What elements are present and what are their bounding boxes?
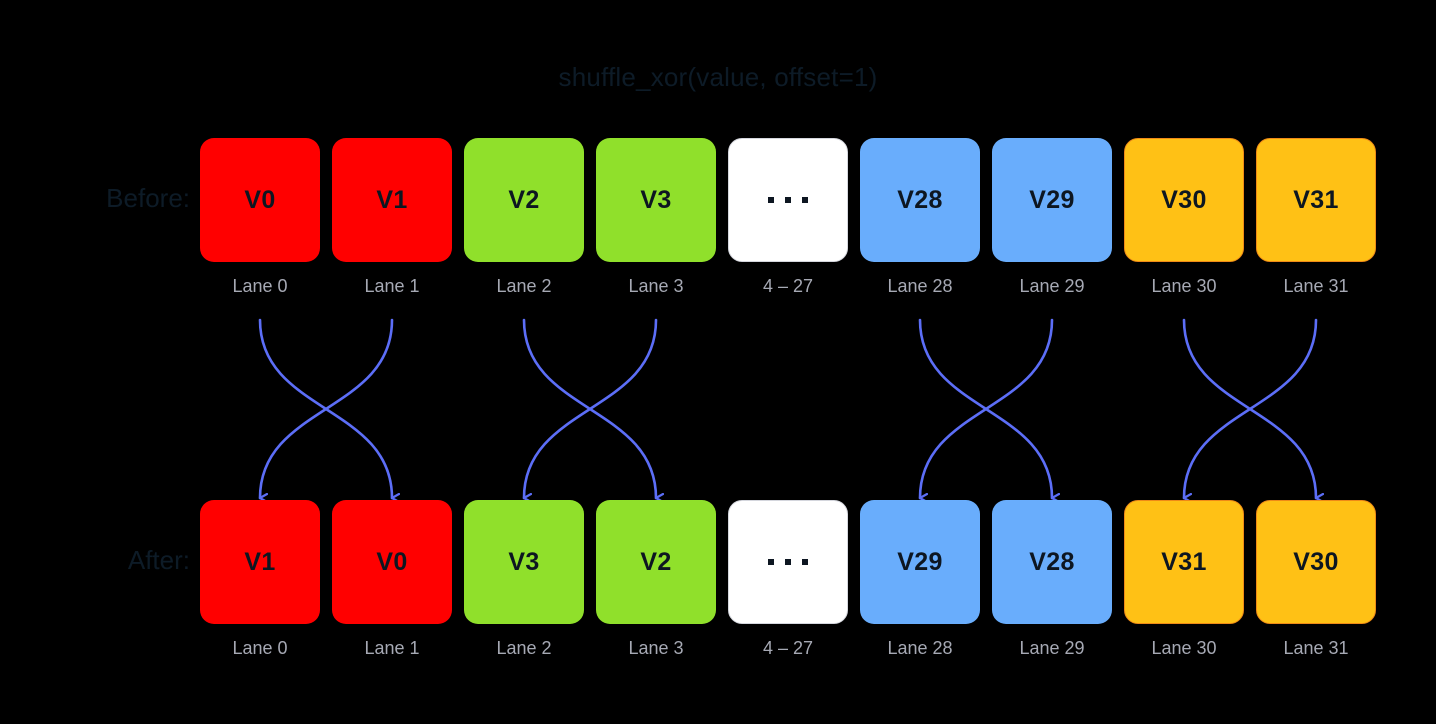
before-cell-value-3: V3: [640, 185, 672, 214]
before-lane-caption-6: Lane 29: [1019, 276, 1085, 296]
before-cell-2: V2: [464, 138, 584, 262]
after-cell-2: V3: [464, 500, 584, 624]
before-lane-caption-4: 4 – 27: [762, 276, 814, 296]
swap-arrow-1-0: [522, 318, 656, 498]
after-cell-value-1: V0: [376, 547, 408, 576]
before-cell-5: V28: [860, 138, 980, 262]
ellipsis-icon: [768, 559, 808, 565]
swap-arrow-2-1: [918, 318, 1054, 498]
before-cell-value-0: V0: [244, 185, 276, 214]
swap-arrow-1-1: [522, 318, 658, 498]
after-row-label: After:: [127, 545, 190, 575]
after-cell-0: V1: [200, 500, 320, 624]
after-cell-value-6: V28: [1029, 547, 1075, 576]
before-lane-caption-2: Lane 2: [496, 276, 552, 296]
before-cell-value-8: V31: [1293, 185, 1339, 214]
after-cell-value-7: V31: [1161, 547, 1207, 576]
after-lane-caption-3: Lane 3: [628, 638, 684, 658]
after-cell-6: V28: [992, 500, 1112, 624]
before-lane-caption-5: Lane 28: [887, 276, 953, 296]
swap-arrow-0-0: [258, 318, 392, 498]
before-lane-caption-0: Lane 0: [232, 276, 288, 296]
before-cell-0: V0: [200, 138, 320, 262]
ellipsis-icon: [768, 197, 808, 203]
after-lane-caption-2: Lane 2: [496, 638, 552, 658]
before-lane-caption-3: Lane 3: [628, 276, 684, 296]
after-cell-value-2: V3: [508, 547, 540, 576]
before-lane-caption-1: Lane 1: [364, 276, 420, 296]
swap-arrow-3-1: [1182, 318, 1318, 498]
swap-arrow-0-1: [258, 318, 394, 498]
swap-arrow-2-0: [918, 318, 1052, 498]
after-lane-caption-0: Lane 0: [232, 638, 288, 658]
after-cell-3: V2: [596, 500, 716, 624]
after-cell-value-0: V1: [244, 547, 276, 576]
after-lane-caption-5: Lane 28: [887, 638, 953, 658]
before-cell-7: V30: [1124, 138, 1244, 262]
after-lane-caption-4: 4 – 27: [762, 638, 814, 658]
after-cell-5: V29: [860, 500, 980, 624]
diagram-title: shuffle_xor(value, offset=1): [558, 62, 878, 92]
after-cell-7: V31: [1124, 500, 1244, 624]
after-cell-4: [728, 500, 848, 624]
before-cell-value-6: V29: [1029, 185, 1075, 214]
before-cell-value-5: V28: [897, 185, 943, 214]
after-cell-1: V0: [332, 500, 452, 624]
before-cell-4: [728, 138, 848, 262]
before-cell-value-2: V2: [508, 185, 540, 214]
before-lane-caption-7: Lane 30: [1151, 276, 1217, 296]
swap-arrow-3-0: [1182, 318, 1316, 498]
before-row-label: Before:: [106, 183, 190, 213]
before-cell-6: V29: [992, 138, 1112, 262]
after-lane-caption-8: Lane 31: [1283, 638, 1349, 658]
before-cell-value-1: V1: [376, 185, 408, 214]
after-cell-8: V30: [1256, 500, 1376, 624]
after-cell-value-5: V29: [897, 547, 943, 576]
after-lane-caption-7: Lane 30: [1151, 638, 1217, 658]
before-cell-value-7: V30: [1161, 185, 1207, 214]
before-cell-1: V1: [332, 138, 452, 262]
after-lane-caption-1: Lane 1: [364, 638, 420, 658]
before-cell-8: V31: [1256, 138, 1376, 262]
before-lane-caption-8: Lane 31: [1283, 276, 1349, 296]
after-cell-value-3: V2: [640, 547, 672, 576]
after-lane-caption-6: Lane 29: [1019, 638, 1085, 658]
before-cell-3: V3: [596, 138, 716, 262]
after-cell-value-8: V30: [1293, 547, 1339, 576]
